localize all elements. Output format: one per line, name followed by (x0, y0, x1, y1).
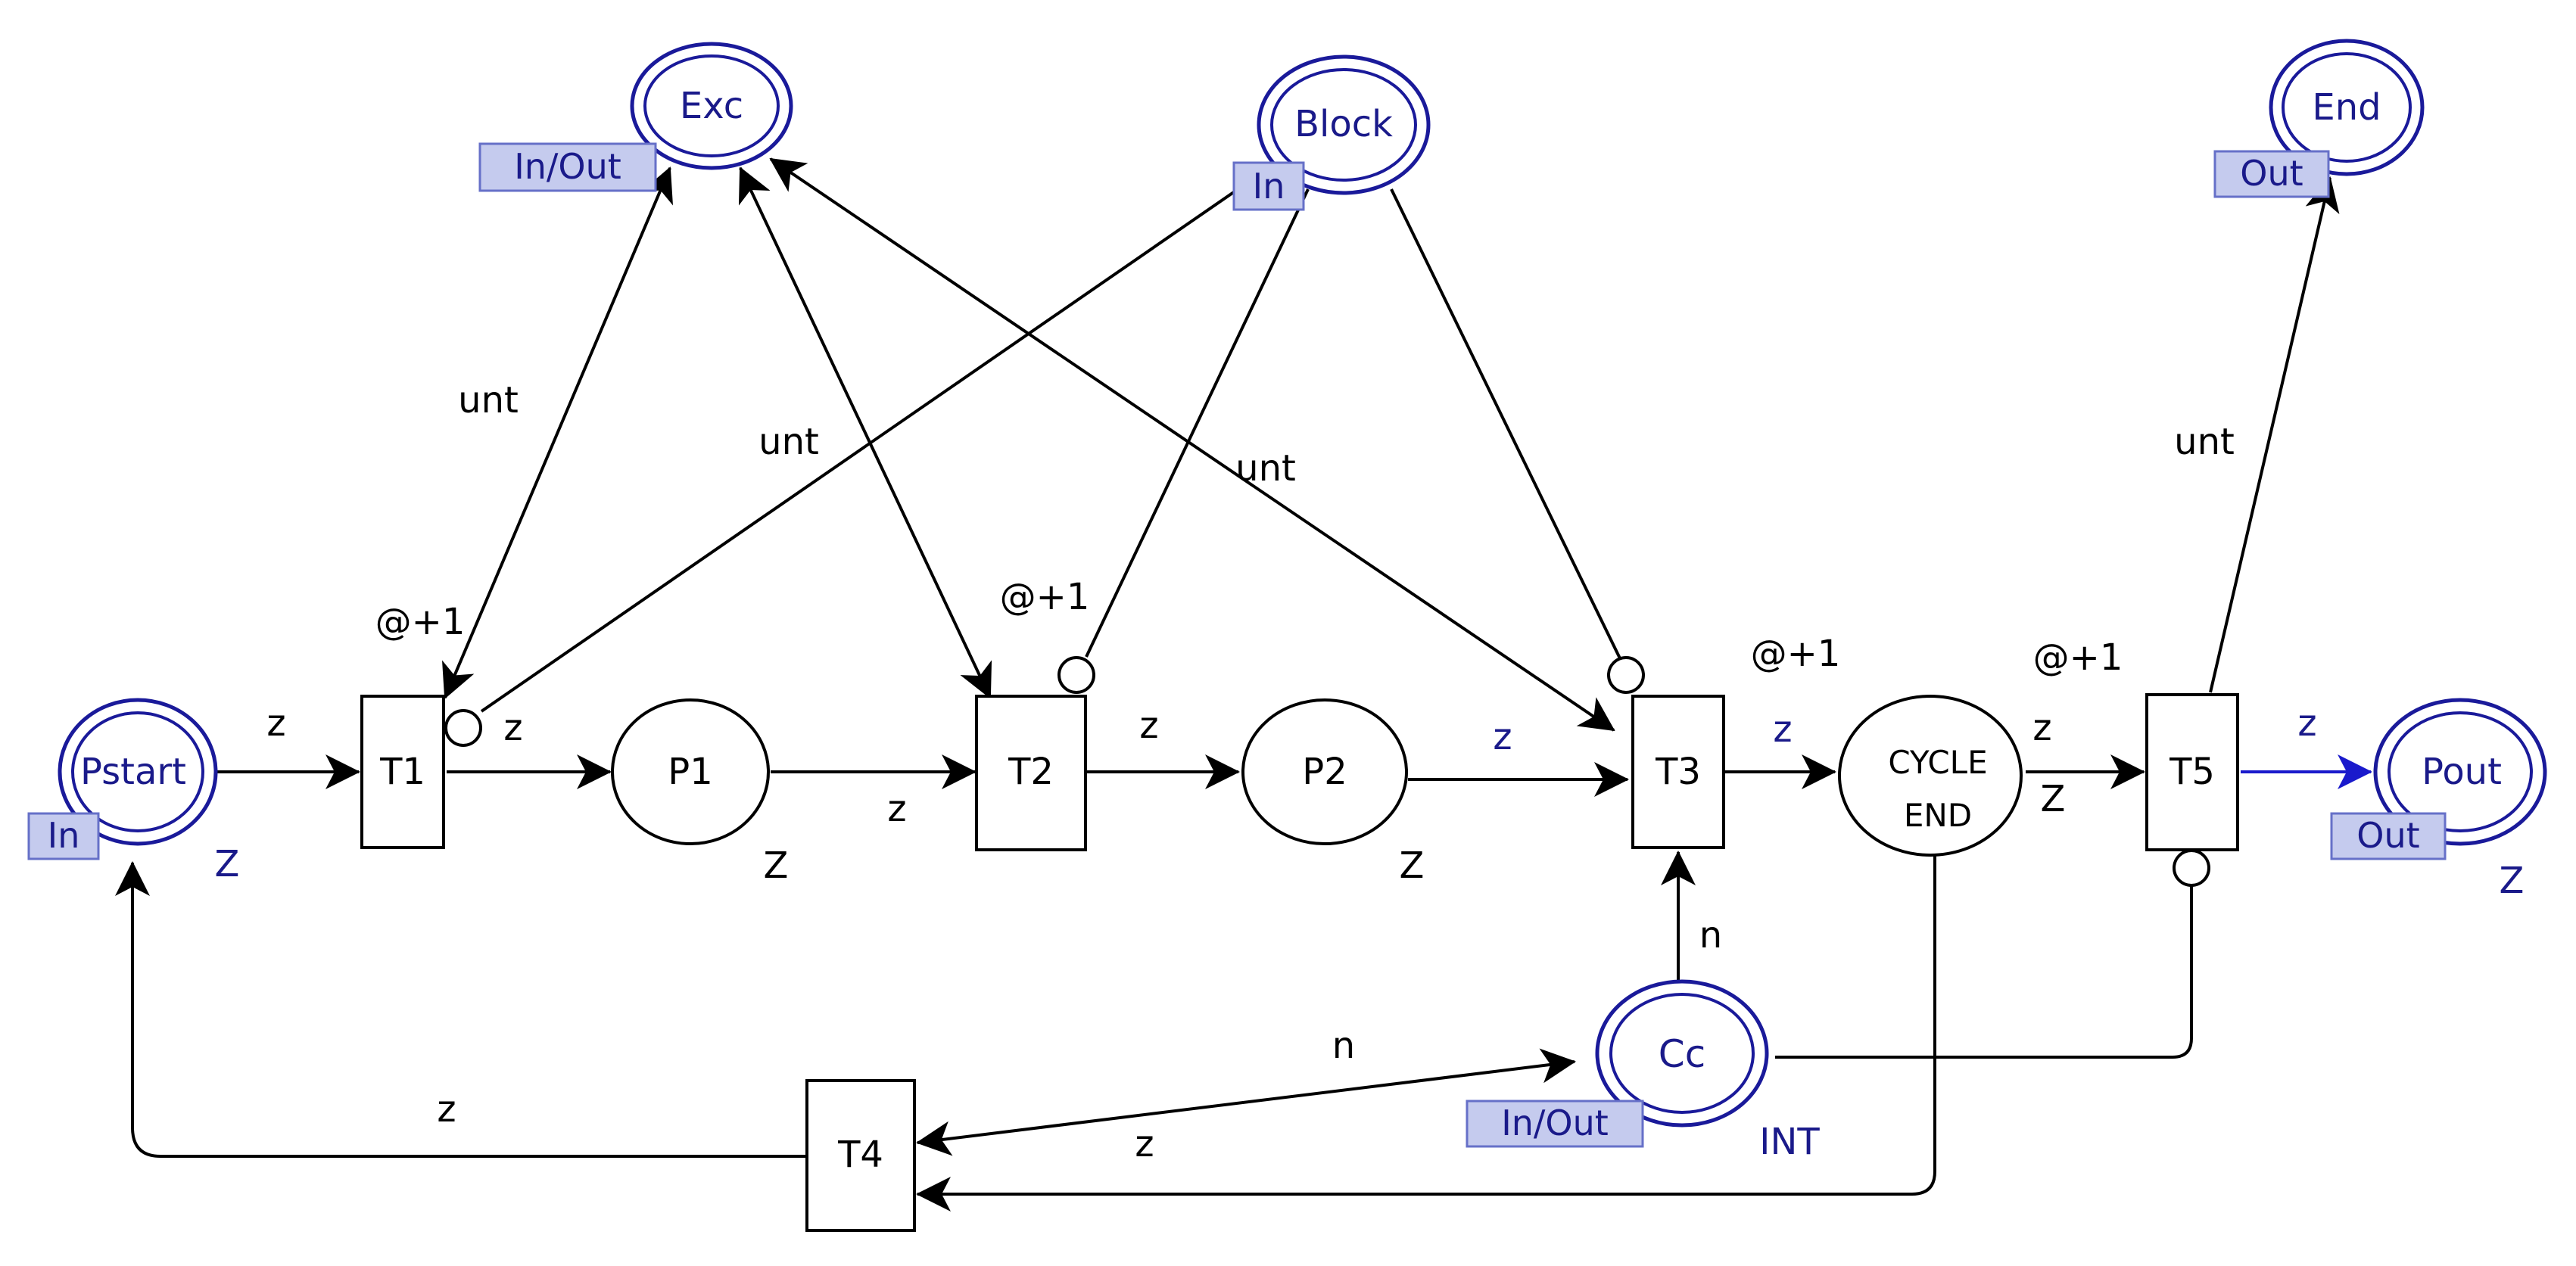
label-end-t5: unt (2174, 421, 2235, 463)
transition-t1-delay: @+1 (375, 601, 466, 643)
label-p2-t3: z (1493, 716, 1512, 758)
arc-block-t3-inhibitor (1390, 188, 1621, 659)
arc-t5-end (2209, 176, 2340, 693)
label-t4-pstart: z (437, 1088, 456, 1131)
place-pstart-tag: In (48, 815, 80, 856)
label-t1-p1: z (503, 707, 522, 749)
inhibitor-t1 (444, 709, 482, 747)
place-cycle-end-line2: END (1904, 797, 1972, 834)
arc-labels: unt unt unt unt z z z z z z z z n n z z (266, 379, 2316, 1165)
place-pout[interactable]: Pout Out Z (2330, 698, 2547, 902)
label-t4-cc: n (1332, 1025, 1355, 1067)
arc-cycle-end-t4 (916, 855, 1936, 1212)
transition-t2-name: T2 (1008, 751, 1054, 793)
label-exc-t1: unt (458, 379, 519, 421)
inhibitor-t3 (1607, 656, 1645, 694)
place-p1-name: P1 (668, 751, 712, 793)
place-pout-type: Z (2500, 860, 2525, 902)
place-block[interactable]: Block In (1232, 54, 1431, 211)
place-pout-tag: Out (2356, 815, 2419, 856)
transition-t4-name: T4 (837, 1134, 883, 1176)
label-t5-pout: z (2297, 702, 2316, 745)
arc-block-t2-inhibitor (1085, 188, 1310, 658)
label-t3-cycle-end: z (1773, 708, 1792, 751)
transition-t5-delay: @+1 (2033, 636, 2123, 679)
place-block-tag-box (1232, 161, 1305, 211)
place-pstart-type: Z (215, 843, 240, 885)
place-end-tag-box (2213, 150, 2330, 198)
place-end-tag: Out (2240, 153, 2303, 194)
place-p2-name: P2 (1302, 751, 1347, 793)
transition-t5[interactable]: T5 @+1 (2033, 636, 2239, 851)
label-block-t1: unt (758, 421, 819, 463)
place-exc-name: Exc (680, 85, 743, 127)
place-pout-name: Pout (2422, 751, 2502, 793)
label-cycle-end-t5: z (2032, 707, 2051, 749)
place-cycle-end-type: Z (2041, 778, 2066, 820)
place-exc[interactable]: Exc In/Out (478, 42, 793, 192)
arc-exc-t1 (442, 166, 673, 699)
label-t2-p2: z (1139, 705, 1158, 747)
place-exc-tag: In/Out (514, 146, 621, 187)
arc-exc-t3 (769, 157, 1615, 732)
transition-t3[interactable]: T3 @+1 (1631, 633, 1841, 849)
transition-t1[interactable]: T1 @+1 (360, 601, 466, 849)
arc-cc-t5-inhibitor (1775, 882, 2193, 1059)
place-pout-tag-box (2330, 812, 2447, 860)
transition-t5-name: T5 (2169, 751, 2215, 793)
place-p2-type: Z (1400, 845, 1425, 887)
place-cc-type: INT (1759, 1121, 1820, 1163)
place-exc-tag-box (478, 142, 657, 192)
arc-t4-pstart (115, 861, 807, 1158)
place-block-name: Block (1294, 103, 1393, 145)
arcs (115, 157, 2340, 1212)
transition-t2[interactable]: T2 @+1 (975, 576, 1090, 851)
label-exc-t3: unt (1235, 447, 1296, 490)
transition-t3-name: T3 (1655, 751, 1701, 793)
place-pstart[interactable]: Pstart In Z (27, 698, 240, 885)
place-end[interactable]: End Out (2213, 39, 2425, 198)
place-cc[interactable]: Cc In/Out INT (1466, 979, 1820, 1163)
place-cc-tag-box (1466, 1100, 1644, 1148)
transition-t3-delay: @+1 (1751, 633, 1841, 675)
place-pstart-tag-box (27, 812, 100, 860)
place-p1[interactable]: P1 Z (611, 698, 789, 887)
arc-block-t1-inhibitor (480, 180, 1251, 713)
place-cc-tag: In/Out (1501, 1103, 1609, 1143)
transition-t1-name: T1 (379, 751, 425, 793)
place-pstart-name: Pstart (80, 751, 186, 793)
label-cc-t3: n (1699, 914, 1722, 956)
place-block-tag: In (1253, 166, 1285, 207)
place-end-name: End (2312, 86, 2381, 129)
arc-t4-cc (916, 1048, 1576, 1156)
place-p1-type: Z (764, 845, 789, 887)
label-p1-t2: z (887, 788, 906, 830)
place-p2[interactable]: P2 Z (1241, 698, 1425, 887)
place-cycle-end[interactable]: CYCLE END Z (1838, 695, 2066, 857)
label-pstart-t1: z (266, 702, 285, 745)
inhibitor-t5 (2173, 849, 2210, 887)
label-cc-t4: z (1135, 1123, 1154, 1165)
place-cycle-end-line1: CYCLE (1888, 744, 1987, 781)
place-cc-name: Cc (1659, 1032, 1705, 1076)
transition-t2-delay: @+1 (1000, 576, 1090, 618)
transition-t4[interactable]: T4 (805, 1079, 916, 1232)
inhibitor-t2 (1057, 656, 1095, 694)
